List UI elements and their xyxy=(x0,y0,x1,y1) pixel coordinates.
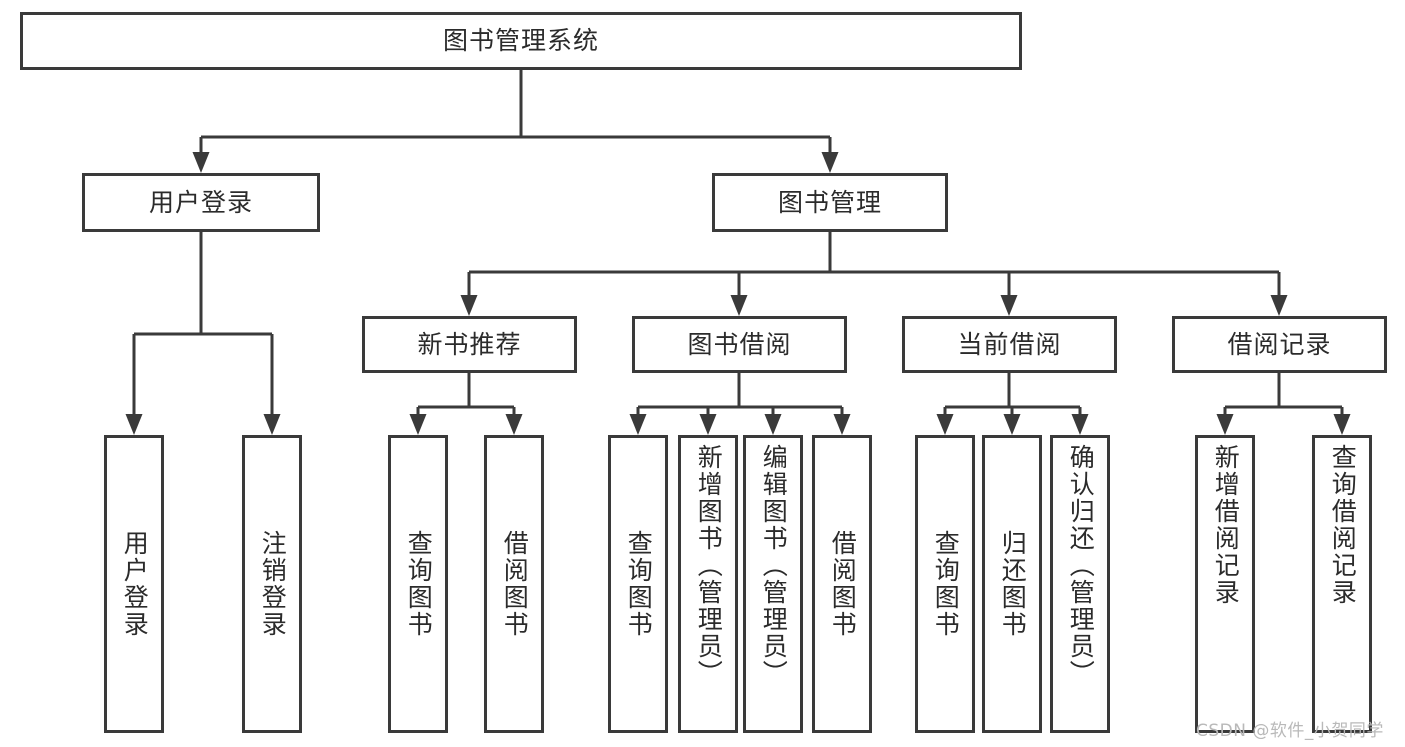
node-label-leaf-query-book-borrow: 查询图书 xyxy=(624,530,654,638)
arrow-head-c-root-1 xyxy=(821,152,839,173)
arrow-head-c-book-borrow-1 xyxy=(699,414,717,435)
csdn-watermark: CSDN @软件_小贺同学 xyxy=(1196,721,1384,741)
node-label-current-borrow: 当前借阅 xyxy=(957,329,1062,359)
arrow-head-c-book-manage-0 xyxy=(460,295,478,316)
node-label-leaf-borrow-book-rec: 借阅图书 xyxy=(500,530,530,638)
arrow-head-c-book-manage-2 xyxy=(1000,295,1018,316)
node-leaf-query-record[interactable]: 查询借阅记录 xyxy=(1312,435,1372,733)
node-user-login[interactable]: 用户登录 xyxy=(82,173,320,232)
node-leaf-query-book-borrow[interactable]: 查询图书 xyxy=(608,435,668,733)
arrow-head-c-current-borrow-1 xyxy=(1003,414,1021,435)
node-leaf-return-book[interactable]: 归还图书 xyxy=(982,435,1042,733)
node-label-leaf-query-book-rec: 查询图书 xyxy=(404,530,434,638)
arrow-head-c-new-book-0 xyxy=(409,414,427,435)
arrow-head-c-book-manage-1 xyxy=(730,295,748,316)
node-label-leaf-query-record: 查询借阅记录 xyxy=(1328,444,1358,606)
arrow-head-c-book-borrow-0 xyxy=(629,414,647,435)
node-new-book-recommend[interactable]: 新书推荐 xyxy=(362,316,577,373)
node-label-leaf-return-book: 归还图书 xyxy=(998,530,1028,638)
arrow-head-c-user-login-0 xyxy=(125,414,143,435)
node-label-borrow-record: 借阅记录 xyxy=(1227,329,1332,359)
node-label-leaf-user-login: 用户登录 xyxy=(120,530,150,638)
node-leaf-borrow-book-rec[interactable]: 借阅图书 xyxy=(484,435,544,733)
node-leaf-edit-book[interactable]: 编辑图书（管理员） xyxy=(743,435,803,733)
arrow-head-c-new-book-1 xyxy=(505,414,523,435)
node-label-user-login: 用户登录 xyxy=(148,187,253,217)
arrow-head-c-borrow-record-0 xyxy=(1216,414,1234,435)
node-book-manage[interactable]: 图书管理 xyxy=(712,173,948,232)
node-label-new-book-recommend: 新书推荐 xyxy=(417,329,522,359)
node-leaf-add-book[interactable]: 新增图书（管理员） xyxy=(678,435,738,733)
node-borrow-record[interactable]: 借阅记录 xyxy=(1172,316,1387,373)
arrow-head-c-current-borrow-2 xyxy=(1071,414,1089,435)
node-label-leaf-borrow-book: 借阅图书 xyxy=(828,530,858,638)
arrow-head-c-book-manage-3 xyxy=(1270,295,1288,316)
arrow-head-c-root-0 xyxy=(192,152,210,173)
node-leaf-confirm-return[interactable]: 确认归还（管理员） xyxy=(1050,435,1110,733)
arrow-head-c-user-login-1 xyxy=(263,414,281,435)
node-label-leaf-add-book: 新增图书（管理员） xyxy=(694,444,724,687)
arrow-head-c-book-borrow-3 xyxy=(833,414,851,435)
node-leaf-logout[interactable]: 注销登录 xyxy=(242,435,302,733)
arrow-head-c-current-borrow-0 xyxy=(936,414,954,435)
node-label-leaf-confirm-return: 确认归还（管理员） xyxy=(1066,444,1096,687)
node-label-leaf-logout: 注销登录 xyxy=(258,530,288,638)
node-leaf-query-book-cur[interactable]: 查询图书 xyxy=(915,435,975,733)
node-label-book-borrow: 图书借阅 xyxy=(687,329,792,359)
node-label-book-manage: 图书管理 xyxy=(777,187,882,217)
node-label-leaf-add-record: 新增借阅记录 xyxy=(1211,444,1241,606)
node-root[interactable]: 图书管理系统 xyxy=(20,12,1022,70)
node-label-leaf-edit-book: 编辑图书（管理员） xyxy=(759,444,789,687)
node-label-root: 图书管理系统 xyxy=(442,26,599,56)
node-leaf-user-login[interactable]: 用户登录 xyxy=(104,435,164,733)
node-label-leaf-query-book-cur: 查询图书 xyxy=(931,530,961,638)
node-book-borrow[interactable]: 图书借阅 xyxy=(632,316,847,373)
node-leaf-add-record[interactable]: 新增借阅记录 xyxy=(1195,435,1255,733)
node-leaf-query-book-rec[interactable]: 查询图书 xyxy=(388,435,448,733)
arrow-head-c-borrow-record-1 xyxy=(1333,414,1351,435)
node-leaf-borrow-book[interactable]: 借阅图书 xyxy=(812,435,872,733)
arrow-head-c-book-borrow-2 xyxy=(764,414,782,435)
node-current-borrow[interactable]: 当前借阅 xyxy=(902,316,1117,373)
